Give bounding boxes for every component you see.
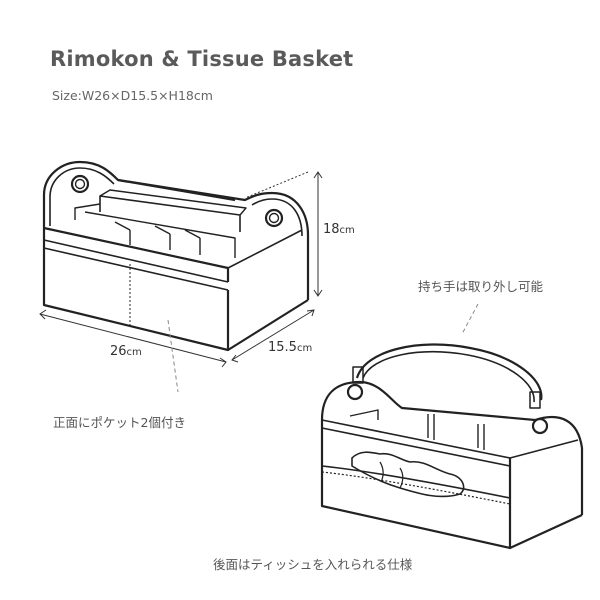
product-title: Rimokon & Tissue Basket bbox=[50, 47, 354, 71]
height-dimension: 18cm bbox=[323, 222, 355, 237]
detachable-handle bbox=[355, 343, 543, 401]
width-dimension: 26cm bbox=[110, 344, 142, 359]
back-right-grommet bbox=[531, 417, 549, 435]
back-tissue-caption: 後面はティッシュを入れられる仕様 bbox=[213, 557, 413, 572]
width-value: 26 bbox=[110, 344, 127, 359]
front-right-arch bbox=[117, 178, 310, 300]
size-spec: Size:W26×D15.5×H18cm bbox=[52, 88, 213, 103]
dimension-lines bbox=[39, 171, 323, 393]
back-basket-drawing bbox=[320, 343, 584, 550]
front-pocket-caption: 正面にポケット2個付き bbox=[53, 415, 186, 430]
height-arrow bbox=[313, 171, 323, 297]
depth-unit: cm bbox=[296, 343, 313, 354]
height-value: 18 bbox=[323, 222, 340, 237]
back-left-grommet bbox=[346, 383, 364, 401]
height-unit: cm bbox=[339, 225, 355, 236]
right-side-face bbox=[227, 299, 309, 351]
front-basket-drawing bbox=[42, 160, 310, 352]
tissue-opening bbox=[321, 465, 511, 499]
width-arrow bbox=[39, 309, 227, 368]
depth-value: 15.5 bbox=[268, 340, 297, 355]
tissue-paper bbox=[351, 451, 465, 498]
handle-caption: 持ち手は取り外し可能 bbox=[418, 279, 544, 294]
front-face bbox=[42, 228, 230, 352]
handle-leader-line bbox=[461, 303, 479, 335]
front-right-grommet bbox=[264, 208, 284, 228]
depth-dimension: 15.5cm bbox=[268, 340, 312, 355]
pocket-leader-line bbox=[167, 319, 179, 393]
front-left-grommet bbox=[70, 174, 90, 194]
back-face bbox=[320, 420, 512, 550]
width-unit: cm bbox=[126, 347, 142, 358]
front-left-arch bbox=[42, 160, 236, 228]
depth-arrow bbox=[231, 309, 315, 363]
